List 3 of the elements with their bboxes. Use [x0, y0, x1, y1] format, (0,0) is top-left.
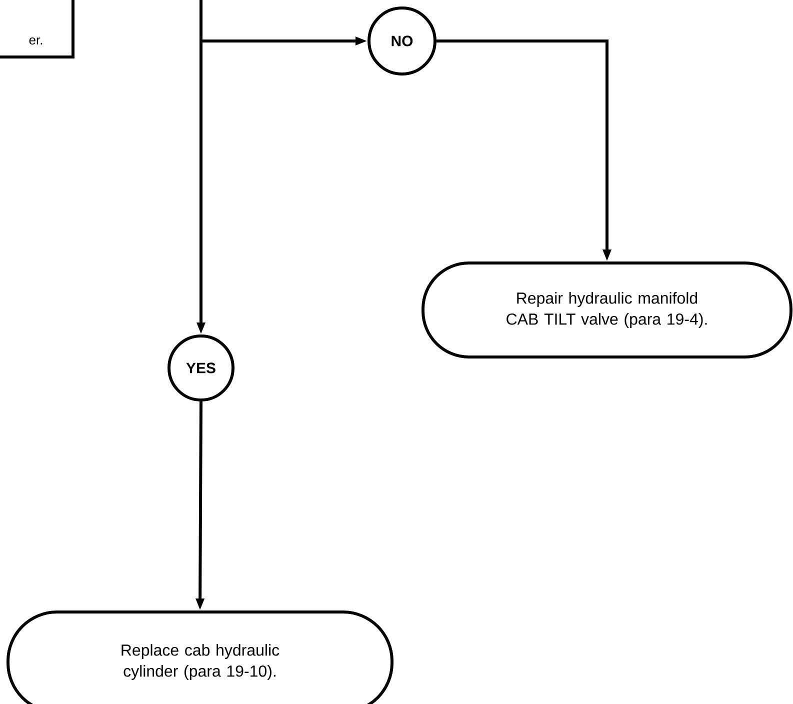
- process-box: er.: [0, 0, 74, 58]
- terminal-box: Replace cab hydraulic cylinder (para 19-10).: [6, 610, 394, 704]
- terminal-box: Repair hydraulic manifold CAB TILT valve (para 19-4).: [422, 262, 792, 358]
